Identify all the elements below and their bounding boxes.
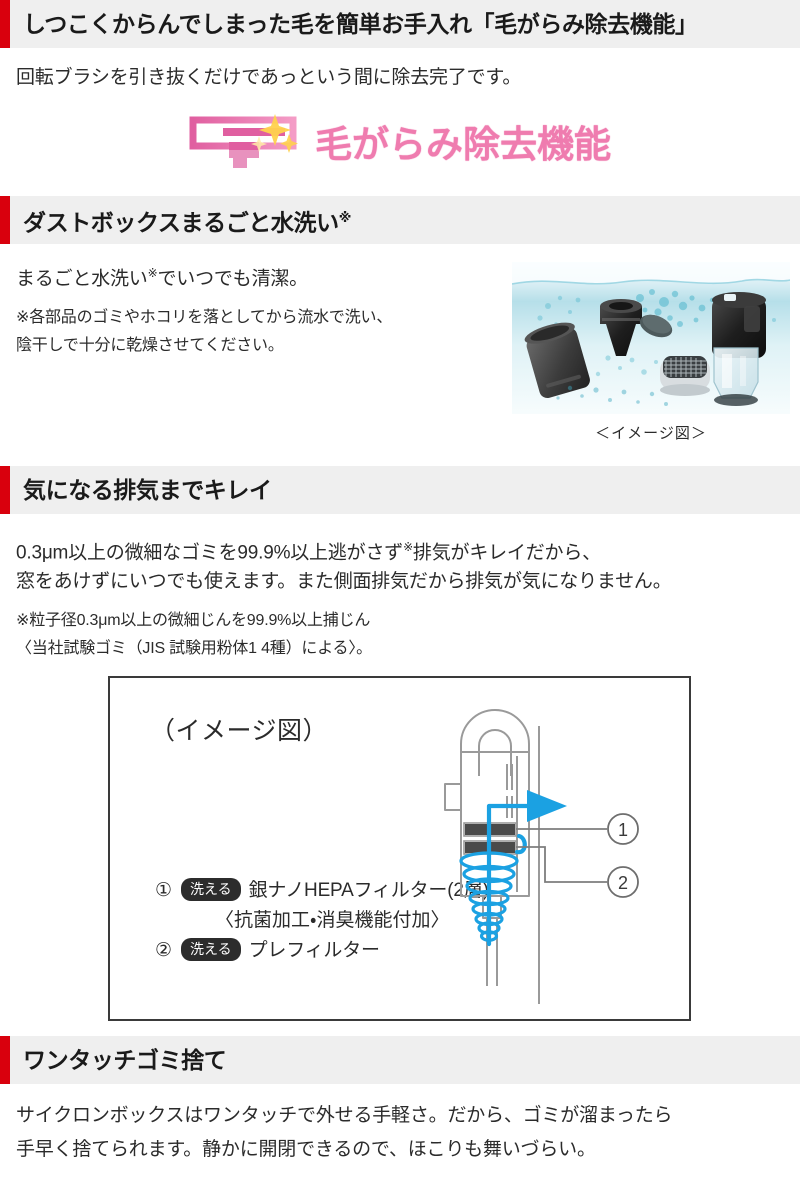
cyclone-airflow-cutaway-diagram: 1 2 — [431, 686, 681, 1016]
section-header-clean-exhaust: 気になる排気までキレイ — [0, 466, 800, 514]
washable-badge-1: 洗える — [181, 878, 241, 901]
legend-item-2: ② 洗える プレフィルター — [155, 938, 489, 964]
section-title-asterisk: ※ — [338, 209, 352, 225]
hair-removal-logo-banner: 毛がらみ除去機能 — [0, 100, 800, 182]
hair-removal-logo-text: 毛がらみ除去機能 — [315, 124, 611, 165]
diagram-legend: ① 洗える 銀ナノHEPAフィルター(2層) 〈抗菌加工・消臭機能付加〉 ② 洗… — [155, 878, 489, 967]
brush-head-sparkle-icon — [189, 112, 309, 170]
section-title-clean-exhaust: 気になる排気までキレイ — [23, 477, 272, 503]
note-dustbox-line1: ※各部品のゴミやホコリを落としてから流水で洗い、 — [16, 309, 393, 326]
body-line1-asterisk: ※ — [403, 540, 413, 554]
section-body-dustbox-washable: まるごと水洗い※でいつでも清潔。 — [16, 258, 308, 294]
legend-sublabel-1: 〈抗菌加工・消臭機能付加〉 — [215, 910, 450, 931]
section-body-hair-removal: 回転ブラシを引き抜くだけであっという間に除去完了です。 — [16, 67, 522, 88]
note-exhaust-line2: 〈当社試験ゴミ（JIS 試験用粉体1 4種）による〉。 — [16, 640, 372, 657]
section-body-one-touch-line2: 手早く捨てられます。静かに開閉できるので、ほこりも舞いづらい。 — [16, 1139, 596, 1160]
section-header-one-touch: ワンタッチゴミ捨て — [0, 1036, 800, 1084]
section-title-one-touch: ワンタッチゴミ捨て — [23, 1047, 227, 1073]
diagram-title: （イメージ図） — [150, 717, 329, 745]
section-title-hair-removal: しつこくからんでしまった毛を簡単お手入れ「毛がらみ除去機能」 — [23, 11, 698, 37]
legend-number-2: ② — [155, 940, 173, 961]
section-header-hair-removal: しつこくからんでしまった毛を簡単お手入れ「毛がらみ除去機能」 — [0, 0, 800, 48]
legend-number-1: ① — [155, 880, 173, 901]
section-body-one-touch-line1: サイクロンボックスはワンタッチで外せる手軽さ。だから、ゴミが溜まったら — [16, 1105, 673, 1126]
body-pre: まるごと水洗い — [16, 268, 148, 290]
legend-label-2: プレフィルター — [248, 940, 380, 961]
section-body-clean-exhaust-line2: 窓をあけずにいつでも使えます。また側面排気だから排気が気になりません。 — [16, 571, 672, 592]
body-asterisk: ※ — [147, 266, 158, 280]
diagram-callout-2: 2 — [618, 873, 628, 893]
section-header-dustbox-washable: ダストボックスまるごと水洗い※ — [0, 196, 800, 244]
water-washing-parts-photo — [512, 262, 790, 414]
section-title-text: ダストボックスまるごと水洗い — [23, 209, 339, 236]
photo-caption-dustbox: ＜イメージ図＞ — [595, 425, 707, 442]
section-title-dustbox-washable: ダストボックスまるごと水洗い※ — [10, 194, 351, 247]
accent-bar — [0, 196, 10, 244]
exhaust-diagram-box: （イメージ図） ① 洗える 銀ナノHEPAフィルター(2層) 〈抗菌加工・消臭機… — [108, 676, 691, 1021]
note-exhaust-line1: ※粒子径0.3μm以上の微細じんを99.9%以上捕じん — [16, 612, 371, 629]
legend-label-1: 銀ナノHEPAフィルター(2層) — [248, 880, 489, 901]
accent-bar — [0, 0, 10, 48]
body-line1-pre: 0.3μm以上の微細なゴミを99.9%以上逃がさず — [16, 542, 404, 564]
body-line1-post: 排気がキレイだから、 — [412, 542, 601, 564]
legend-item-1: ① 洗える 銀ナノHEPAフィルター(2層) — [155, 878, 489, 904]
diagram-callout-1: 1 — [618, 820, 628, 840]
section-body-clean-exhaust-line1: 0.3μm以上の微細なゴミを99.9%以上逃がさず※排気がキレイだから、 — [16, 532, 601, 568]
body-post: でいつでも清潔。 — [157, 268, 308, 290]
accent-bar — [0, 466, 10, 514]
note-dustbox-line2: 陰干しで十分に乾燥させてください。 — [16, 337, 284, 354]
accent-bar — [0, 1036, 10, 1084]
washable-badge-2: 洗える — [181, 938, 241, 961]
